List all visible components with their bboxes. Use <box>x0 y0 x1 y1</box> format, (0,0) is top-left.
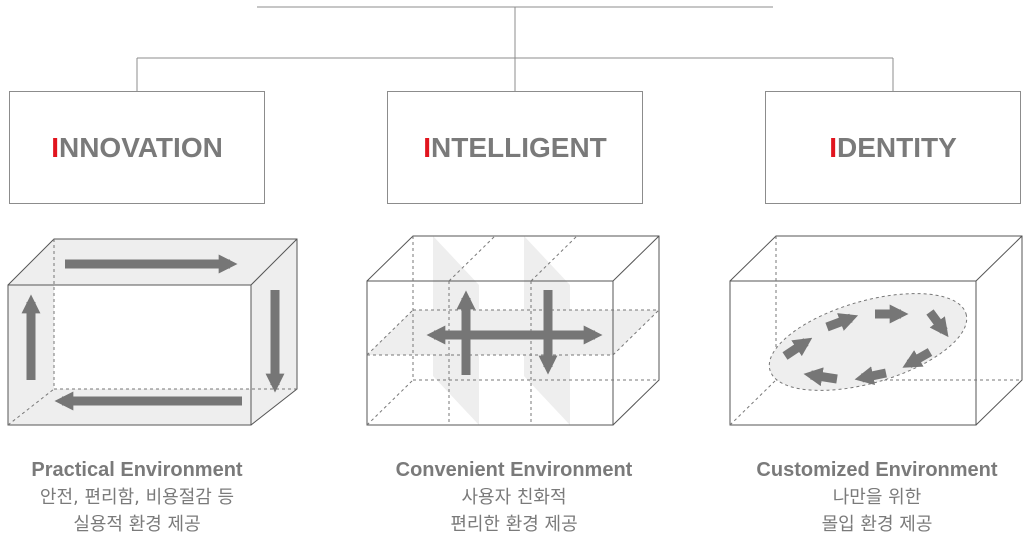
caption-title: Practical Environment <box>31 459 243 481</box>
box-ellipse-arrows-icon <box>729 235 1023 426</box>
box-cross-arrows-icon <box>366 235 660 426</box>
innovation-first-letter: I <box>51 131 59 163</box>
identity-caption: Customized Environment 나만을 위한 몰입 환경 제공 <box>727 456 1025 538</box>
innovation-caption: Practical Environment 안전, 편리함, 비용절감 등 실용… <box>0 456 287 538</box>
caption-line: 사용자 친화적 <box>461 487 567 508</box>
identity-word: DENTITY <box>837 131 957 163</box>
caption-line: 편리한 환경 제공 <box>450 514 578 535</box>
intelligent-word: NTELLIGENT <box>431 131 607 163</box>
box-cycle-arrows-icon <box>7 238 298 426</box>
caption-line: 몰입 환경 제공 <box>821 514 933 535</box>
connector-tree <box>136 6 894 91</box>
caption-line: 안전, 편리함, 비용절감 등 <box>39 487 235 508</box>
innovation-word: NNOVATION <box>58 131 223 163</box>
intelligent-first-letter: I <box>423 131 431 163</box>
caption-title: Convenient Environment <box>395 459 633 481</box>
caption-title: Customized Environment <box>756 459 998 481</box>
intelligent-caption: Convenient Environment 사용자 친화적 편리한 환경 제공 <box>364 456 664 538</box>
caption-line: 나만을 위한 <box>832 487 922 508</box>
identity-first-letter: I <box>829 131 837 163</box>
caption-line: 실용적 환경 제공 <box>73 514 201 535</box>
